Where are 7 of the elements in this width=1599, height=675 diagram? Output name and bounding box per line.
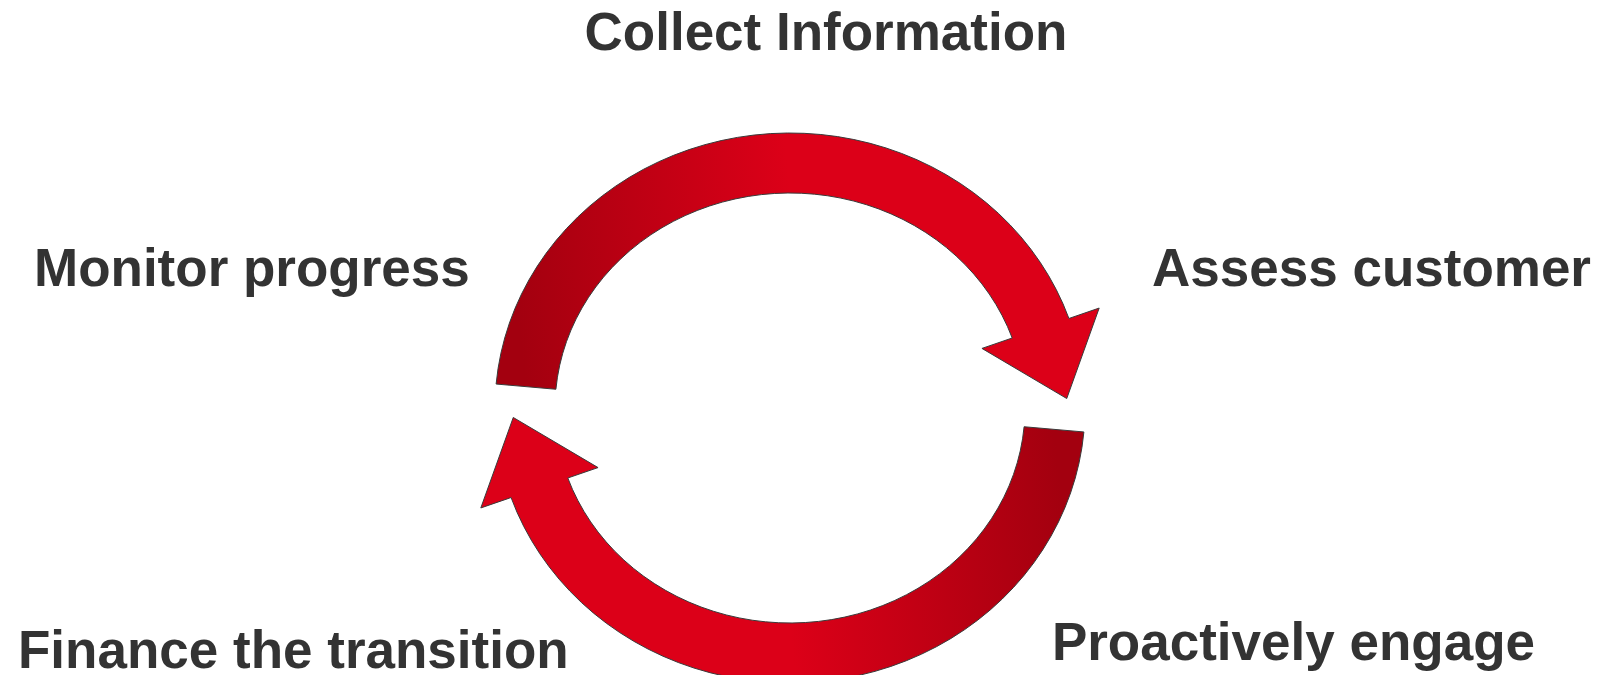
step-label: Monitor progress: [34, 238, 470, 299]
step-label: Collect Information: [584, 2, 1068, 63]
curved-arrow: [480, 417, 1085, 675]
step-label: Assess customer: [1152, 238, 1591, 299]
step-label: Finance the transition: [18, 620, 569, 675]
step-label: Proactively engage: [1051, 612, 1535, 673]
curved-arrow: [495, 132, 1100, 399]
